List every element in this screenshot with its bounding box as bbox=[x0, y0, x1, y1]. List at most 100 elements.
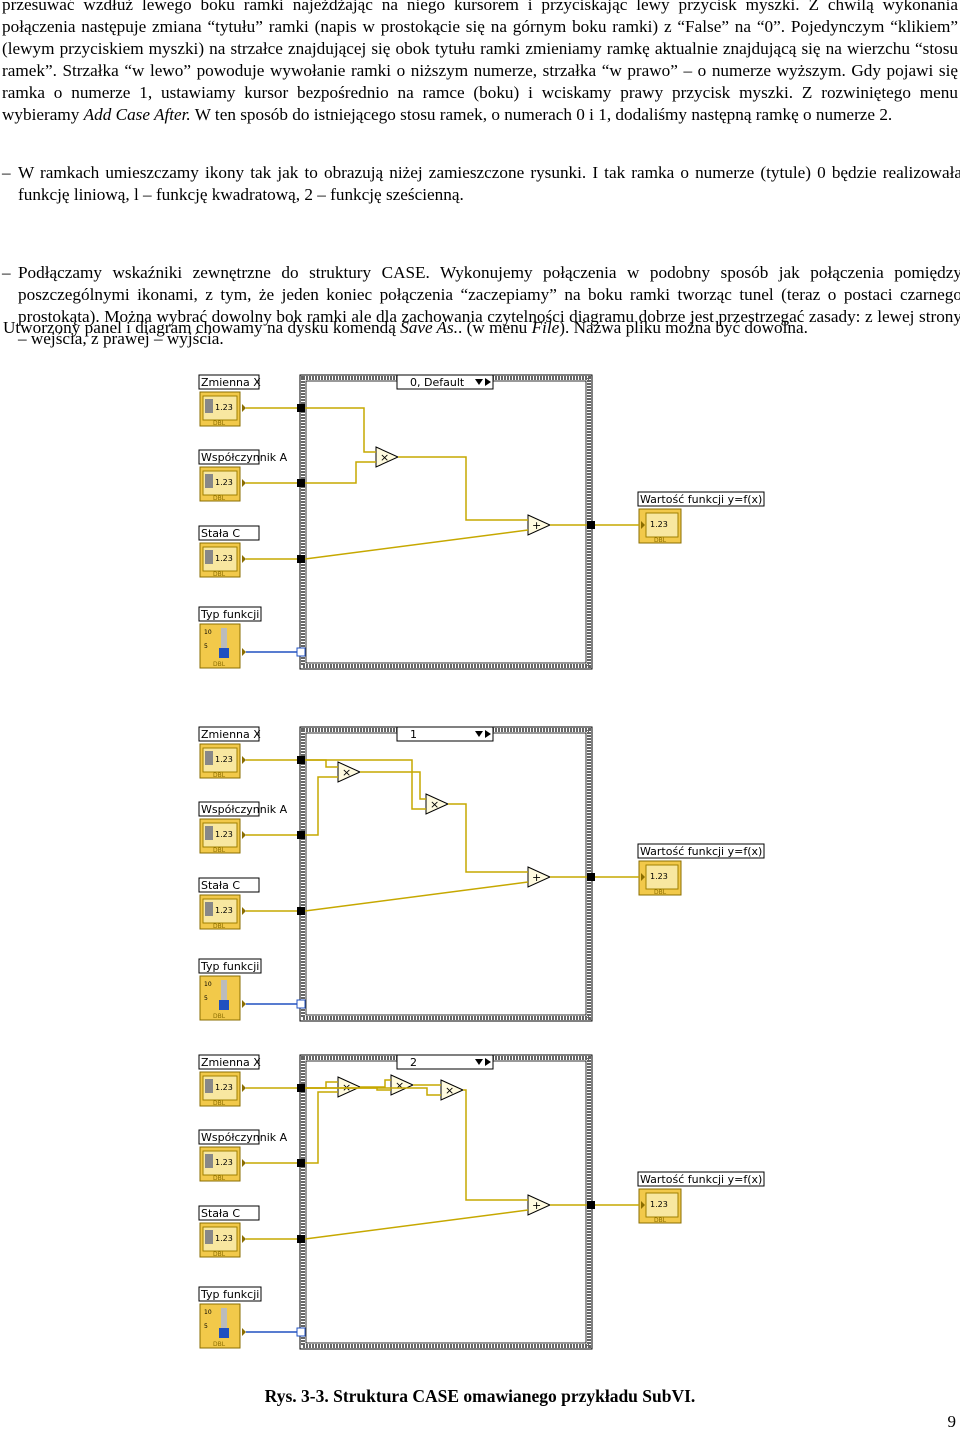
d1-wspolczynnik-a-arrow-icon bbox=[242, 831, 246, 839]
d0-zmienna-x-spin-icon bbox=[205, 399, 213, 413]
d0-zmienna-x-arrow-icon bbox=[242, 404, 246, 412]
d2-zmienna-x-label-box bbox=[198, 1054, 260, 1070]
d1-tunnel-0 bbox=[297, 756, 305, 764]
d1-wire-mul1-a bbox=[305, 776, 338, 836]
d2-wynik-terminal-inner bbox=[645, 1192, 679, 1218]
d2-dropdown-icon bbox=[475, 1059, 483, 1065]
d2-multiply-3 bbox=[440, 1079, 465, 1101]
d1-zmienna-x-label-box bbox=[198, 726, 260, 742]
d1-zmienna-x-type: DBL bbox=[213, 772, 226, 779]
d1-multiply-1-symbol: × bbox=[342, 766, 351, 779]
d1-increment-arrow bbox=[485, 730, 491, 738]
d0-wire-add-c bbox=[304, 529, 529, 560]
d1-typ-funkcji-type: DBL bbox=[213, 1013, 226, 1020]
d2-add-symbol: + bbox=[532, 1199, 541, 1212]
d2-typ-funkcji-tick-5: 5 bbox=[204, 1323, 208, 1330]
d1-stala-c-label-box bbox=[198, 877, 260, 893]
d0-zmienna-x-type: DBL bbox=[213, 420, 226, 427]
d2-wspolczynnik-a-type: DBL bbox=[213, 1175, 226, 1182]
d2-zmienna-x-type: DBL bbox=[213, 1100, 226, 1107]
d2-multiply-1 bbox=[337, 1076, 362, 1098]
d2-typ-funkcji-label-box bbox=[198, 1286, 262, 1302]
intro-paragraph: przesuwać wzdłuż lewego boku ramki najeż… bbox=[2, 0, 958, 126]
d0-stala-c-spin-icon bbox=[205, 550, 213, 564]
d0-wynik-label: Wartość funkcji y=f(x) bbox=[640, 493, 762, 506]
d1-wspolczynnik-a-spin-icon bbox=[205, 826, 213, 840]
d1-wire-mul2-a bbox=[360, 771, 426, 800]
d2-wynik-type: DBL bbox=[654, 1217, 667, 1224]
d1-stala-c-arrow-icon bbox=[242, 907, 246, 915]
save-paragraph: Utworzony panel i diagram chowamy na dys… bbox=[3, 317, 808, 339]
d2-typ-funkcji-label: Typ funkcji bbox=[200, 1288, 259, 1301]
save-as-command: Save As. bbox=[400, 318, 459, 337]
d0-zmienna-x-value: 1.23 bbox=[215, 403, 233, 412]
d0-increment-arrow bbox=[485, 378, 491, 386]
d2-case-selector-terminal bbox=[296, 1327, 306, 1337]
d0-zmienna-x-label-box bbox=[198, 374, 260, 390]
d1-wynik-type: DBL bbox=[654, 889, 667, 896]
d1-multiply-1 bbox=[337, 761, 362, 783]
d2-wire-add-c bbox=[304, 1209, 529, 1240]
d1-wire-add-c bbox=[304, 881, 529, 912]
d1-zmienna-x-value: 1.23 bbox=[215, 755, 233, 764]
d0-stala-c-type: DBL bbox=[213, 571, 226, 578]
d1-zmienna-x-arrow-icon bbox=[242, 756, 246, 764]
d1-dropdown-icon bbox=[475, 731, 483, 737]
d1-wynik-terminal-inner bbox=[645, 864, 679, 890]
d2-output-tunnel bbox=[587, 1201, 595, 1209]
file-menu-name: File bbox=[531, 318, 560, 337]
d2-stala-c-spin-icon bbox=[205, 1230, 213, 1244]
d0-typ-funkcji-slider-thumb bbox=[219, 648, 229, 658]
d0-wspolczynnik-a-type: DBL bbox=[213, 495, 226, 502]
d0-case-selector bbox=[396, 374, 494, 390]
d1-wynik-label-box bbox=[637, 843, 765, 859]
d0-wspolczynnik-a-label: Współczynnik A bbox=[201, 451, 288, 464]
d2-multiply-3-symbol: × bbox=[445, 1084, 454, 1097]
d1-stala-c-type: DBL bbox=[213, 923, 226, 930]
d2-stala-c-value: 1.23 bbox=[215, 1234, 233, 1243]
save-text-c: ). Nazwa pliku można być dowolna. bbox=[559, 318, 808, 337]
figure-caption: Rys. 3-3. Struktura CASE omawianego przy… bbox=[264, 1386, 696, 1406]
d0-wynik-value: 1.23 bbox=[650, 520, 668, 529]
d0-tunnel-2 bbox=[297, 555, 305, 563]
d2-add bbox=[527, 1194, 552, 1216]
d0-wire-add-a bbox=[398, 456, 528, 521]
d2-zmienna-x-arrow-icon bbox=[242, 1084, 246, 1092]
d1-wspolczynnik-a-type: DBL bbox=[213, 847, 226, 854]
d0-typ-funkcji-label-box bbox=[198, 606, 262, 622]
d0-wynik-arrow-icon bbox=[641, 521, 645, 529]
d0-typ-funkcji-tick-10: 10 bbox=[204, 629, 212, 636]
d1-typ-funkcji-arrow-icon bbox=[242, 1000, 246, 1008]
d1-typ-funkcji-label-box bbox=[198, 958, 262, 974]
d2-zmienna-x-label: Zmienna X bbox=[201, 1056, 261, 1069]
d2-wire-mul2-a bbox=[360, 1079, 391, 1088]
d1-typ-funkcji-slider-track bbox=[221, 980, 227, 1010]
bullet-dash: – bbox=[2, 263, 11, 282]
d1-wire-add-a bbox=[448, 803, 528, 873]
intro-emphasis: Add Case After. bbox=[83, 105, 191, 124]
d2-tunnel-0 bbox=[297, 1084, 305, 1092]
d2-stala-c-type: DBL bbox=[213, 1251, 226, 1258]
d0-wspolczynnik-a-arrow-icon bbox=[242, 479, 246, 487]
d1-multiply-2 bbox=[425, 793, 450, 815]
d1-typ-funkcji-slider-thumb bbox=[219, 1000, 229, 1010]
d1-add bbox=[527, 866, 552, 888]
intro-text-end: W ten sposób do istniejącego stosu ramek… bbox=[190, 105, 893, 124]
d0-stala-c-arrow-icon bbox=[242, 555, 246, 563]
d1-case-selector bbox=[396, 726, 494, 742]
d2-wire-add-a bbox=[463, 1089, 528, 1201]
d2-wire-mul1-a bbox=[305, 1091, 338, 1164]
d2-wspolczynnik-a-label-box bbox=[198, 1129, 260, 1145]
d2-typ-funkcji-terminal bbox=[199, 1303, 241, 1349]
bullet-connections: –Podłączamy wskaźniki zewnętrzne do stru… bbox=[2, 262, 960, 350]
d0-add bbox=[527, 514, 552, 536]
d1-tunnel-2 bbox=[297, 907, 305, 915]
d1-wire-mul2-x bbox=[305, 759, 426, 810]
d0-wspolczynnik-a-label-box bbox=[198, 449, 260, 465]
d1-case-label: 1 bbox=[410, 728, 417, 741]
d2-typ-funkcji-type: DBL bbox=[213, 1341, 226, 1348]
d2-multiply-2 bbox=[390, 1074, 415, 1096]
d2-wynik-label-box bbox=[637, 1171, 765, 1187]
